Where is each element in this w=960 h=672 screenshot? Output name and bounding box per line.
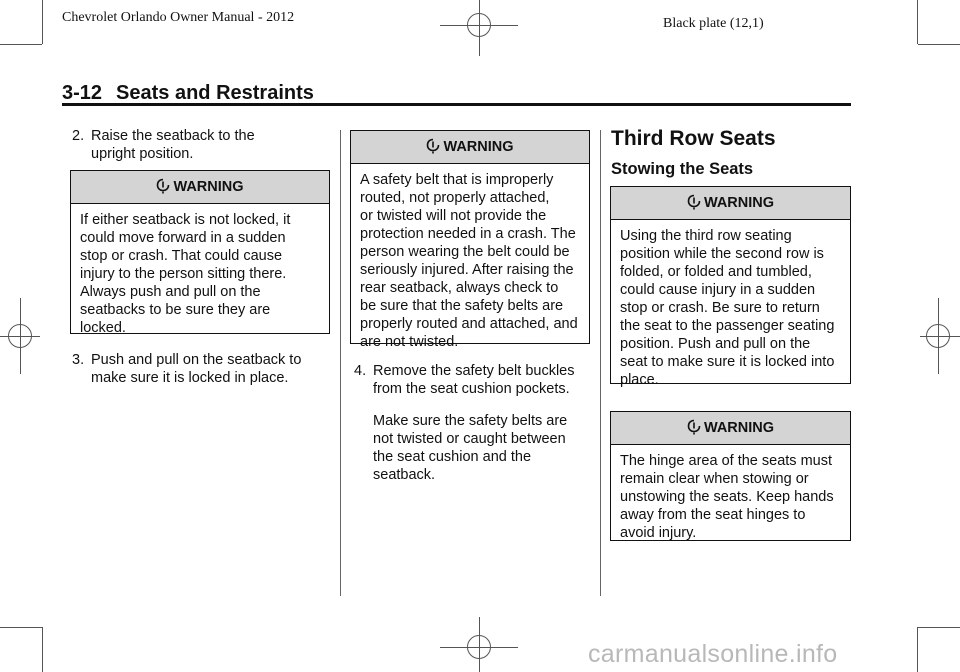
warning-line: seriously injured. After raising the	[360, 262, 574, 278]
note-line: not twisted or caught between	[373, 431, 566, 447]
warning-line: away from the seat hinges to	[620, 507, 806, 523]
crop-mark	[42, 0, 43, 44]
note-line: Make sure the safety belts are	[373, 413, 568, 429]
warning-line: If either seatback is not locked, it	[80, 212, 291, 228]
warning-line: The hinge area of the seats must	[620, 453, 832, 469]
warning-label: WARNING	[443, 139, 514, 155]
warning-box: WARNING If either seatback is not locked…	[70, 170, 330, 337]
warning-line: protection needed in a crash. The	[360, 226, 576, 242]
warning-line: properly routed and attached, and	[360, 316, 578, 332]
caution-icon	[157, 178, 170, 194]
crop-mark	[918, 44, 960, 45]
crop-mark	[42, 627, 43, 672]
chapter-title: Seats and Restraints	[116, 82, 314, 104]
warning-line: stop or crash. That could cause	[80, 248, 283, 264]
step-number: 3.	[72, 352, 85, 368]
watermark-text: carmanualsonline.info	[588, 640, 838, 668]
crop-mark	[0, 44, 42, 45]
warning-text: A safety belt that is improperly routed,…	[351, 164, 589, 351]
warning-line: rear seatback, always check to	[360, 280, 559, 296]
warning-box: WARNING Using the third row seating posi…	[610, 186, 851, 388]
warning-line: locked.	[80, 320, 126, 336]
warning-label: WARNING	[173, 179, 244, 195]
step-note: Make sure the safety belts are not twist…	[354, 412, 594, 484]
warning-line: A safety belt that is improperly	[360, 172, 554, 188]
warning-line: position. Push and pull on the	[620, 336, 811, 352]
warning-line: routed, not properly attached,	[360, 190, 550, 206]
warning-line: avoid injury.	[620, 525, 697, 541]
warning-header: WARNING	[611, 412, 850, 445]
caution-icon	[687, 419, 701, 435]
warning-line: stop or crash. Be sure to return	[620, 300, 820, 316]
warning-text: If either seatback is not locked, it cou…	[71, 204, 329, 337]
crop-mark	[917, 627, 918, 672]
warning-text: Using the third row seating position whi…	[611, 220, 850, 389]
registration-mark	[8, 324, 32, 348]
section-title: Third Row Seats	[611, 127, 776, 150]
step-text: make sure it is locked in place.	[91, 370, 289, 386]
warning-line: Using the third row seating	[620, 228, 792, 244]
warning-line: unstowing the seats. Keep hands	[620, 489, 834, 505]
crop-mark	[0, 627, 42, 628]
warning-text: The hinge area of the seats must remain …	[611, 445, 850, 542]
column-divider	[340, 130, 341, 596]
warning-line: folded, or folded and tumbled,	[620, 264, 812, 280]
warning-header: WARNING	[351, 131, 589, 164]
caution-icon	[427, 138, 440, 154]
step-number: 2.	[72, 128, 85, 144]
warning-line: the seat to the passenger seating	[620, 318, 835, 334]
warning-header: WARNING	[71, 171, 329, 204]
column-divider	[600, 130, 601, 596]
registration-mark	[467, 635, 491, 659]
plate-label-left: Chevrolet Orlando Owner Manual - 2012	[62, 10, 295, 25]
warning-header: WARNING	[611, 187, 850, 220]
warning-label: WARNING	[703, 195, 775, 211]
step-2: 2. Raise the seatback to the upright posi…	[72, 127, 332, 163]
warning-line: injury to the person sitting there.	[80, 266, 287, 282]
warning-line: place.	[620, 372, 659, 388]
warning-line: position while the second row is	[620, 246, 824, 262]
warning-line: seatbacks to be sure they are	[80, 302, 271, 318]
step-number: 4.	[354, 363, 367, 379]
step-text: Raise the seatback to the	[91, 128, 255, 144]
warning-line: or twisted will not provide the	[360, 208, 547, 224]
warning-line: person wearing the belt could be	[360, 244, 570, 260]
warning-label: WARNING	[703, 420, 775, 436]
step-text: Remove the safety belt buckles	[373, 363, 575, 379]
note-line: the seat cushion and the	[373, 449, 532, 465]
crop-mark	[917, 0, 918, 44]
warning-line: Always push and pull on the	[80, 284, 261, 300]
warning-box: WARNING A safety belt that is improperly…	[350, 130, 590, 350]
registration-mark	[467, 13, 491, 37]
step-3: 3. Push and pull on the seatback to make …	[72, 351, 334, 387]
warning-box: WARNING The hinge area of the seats must…	[610, 411, 851, 541]
warning-line: are not twisted.	[360, 334, 459, 350]
plate-label-right: Black plate (12,1)	[663, 16, 764, 31]
caution-icon	[687, 194, 701, 210]
note-line: seatback.	[373, 467, 436, 483]
step-text: Push and pull on the seatback to	[91, 352, 302, 368]
step-text: upright position.	[91, 146, 194, 162]
crop-mark	[918, 627, 960, 628]
warning-line: could cause injury in a sudden	[620, 282, 816, 298]
step-4: 4. Remove the safety belt buckles from th…	[354, 362, 594, 484]
subsection-title: Stowing the Seats	[611, 160, 754, 178]
warning-line: could move forward in a sudden	[80, 230, 286, 246]
page-number: 3-12	[62, 82, 103, 104]
step-text: from the seat cushion pockets.	[373, 381, 570, 397]
header-rule	[62, 103, 851, 106]
warning-line: seat to make sure it is locked into	[620, 354, 835, 370]
page-header: 3-12 Seats and Restraints	[62, 82, 314, 105]
warning-line: remain clear when stowing or	[620, 471, 809, 487]
registration-mark	[926, 324, 950, 348]
warning-line: be sure that the safety belts are	[360, 298, 564, 314]
